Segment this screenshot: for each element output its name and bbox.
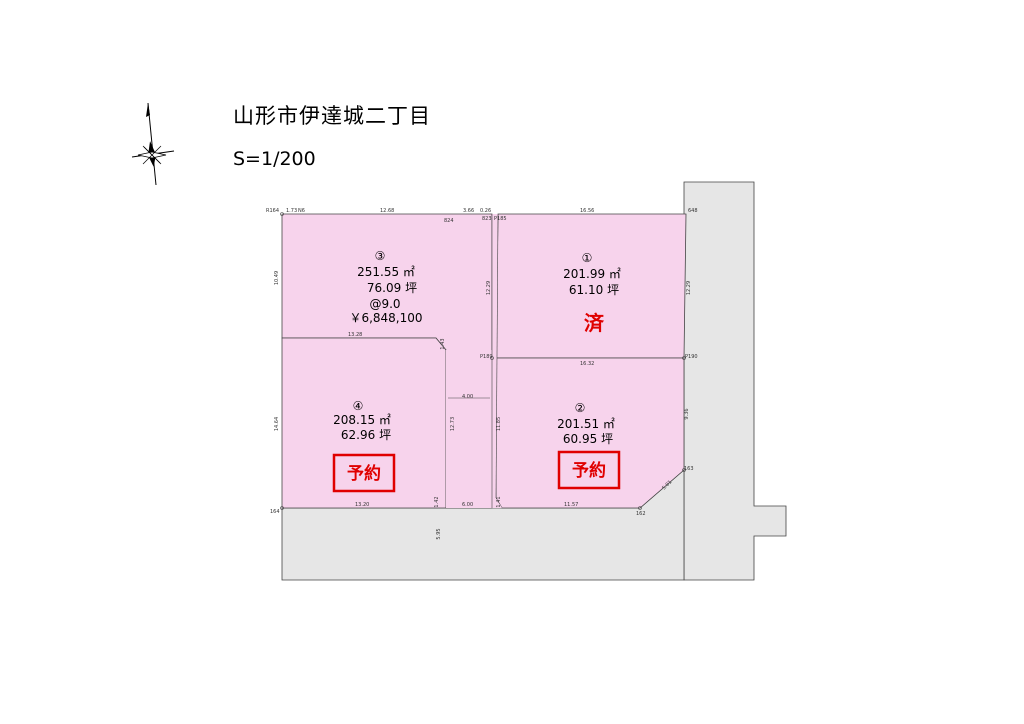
lot-3-labels: ③ 251.55 ㎡ 76.09 坪 @9.0 ￥6,848,100 [349,249,422,325]
svg-text:12.29: 12.29 [486,281,492,295]
lot-3-area-tsubo: 76.09 坪 [367,281,417,295]
lot-4-number: ④ [353,399,364,413]
lot-3-unit-price: @9.0 [369,297,400,311]
lot-4-labels: ④ 208.15 ㎡ 62.96 坪 予約 [332,399,396,493]
lot-3-number: ③ [375,249,386,263]
svg-text:162: 162 [636,511,646,517]
svg-text:4.00: 4.00 [462,394,473,400]
north-arrow-icon [131,102,175,186]
svg-text:13.20: 13.20 [355,502,369,508]
svg-text:P189: P189 [480,354,493,360]
svg-text:P185: P185 [494,216,507,222]
lot-2-labels: ② 201.51 ㎡ 60.95 坪 予約 [557,401,621,490]
lot-4-reserved-box [332,453,396,493]
svg-text:12.68: 12.68 [380,208,394,214]
svg-text:1.73: 1.73 [286,208,297,214]
lots [281,213,687,509]
lot-1-area-m2: 201.99 ㎡ [563,267,621,281]
map-scale: S=1/200 [233,148,316,170]
svg-text:648: 648 [688,208,698,214]
svg-text:10.49: 10.49 [274,271,280,285]
svg-text:823: 823 [482,216,492,222]
map-title: 山形市伊達城二丁目 [233,104,431,128]
lot-2-reserved-box [557,450,621,490]
svg-text:11.57: 11.57 [564,502,578,508]
lot-3-price: ￥6,848,100 [349,311,422,325]
svg-text:1.42: 1.42 [434,496,440,507]
lot-4-reserved-stamp: 予約 [347,463,381,484]
svg-text:5.95: 5.95 [436,528,442,539]
lot-4-area-tsubo: 62.96 坪 [341,428,391,442]
svg-text:6.00: 6.00 [462,502,473,508]
svg-text:163: 163 [684,466,694,472]
dimension-labels-bottom: 164 13.20 1.42 6.00 1.41 11.57 162 5.95 [270,496,646,539]
lot-2-area-m2: 201.51 ㎡ [557,417,615,431]
svg-text:13.28: 13.28 [348,332,362,338]
lot-2-reserved-stamp: 予約 [572,460,606,481]
svg-text:0.26: 0.26 [480,208,491,214]
svg-text:14.64: 14.64 [274,417,280,431]
lot-1-labels: ① 201.99 ㎡ 61.10 坪 済 [563,251,621,335]
svg-text:1.43: 1.43 [440,338,446,349]
dimension-labels-top: R164 1.73 N6 12.68 824 3.66 0.26 823 P18… [266,208,698,224]
svg-text:16.56: 16.56 [580,208,594,214]
svg-text:3.66: 3.66 [463,208,474,214]
svg-text:12.73: 12.73 [450,417,456,431]
svg-text:12.29: 12.29 [686,281,692,295]
svg-text:R164: R164 [266,208,279,214]
lot-1-sold-stamp: 済 [584,311,605,335]
lot-1-area-tsubo: 61.10 坪 [569,283,619,297]
lot-1-number: ① [582,251,593,265]
svg-text:1.41: 1.41 [496,496,502,507]
svg-text:9.36: 9.36 [684,408,690,419]
svg-text:164: 164 [270,509,280,515]
lot-2-area-tsubo: 60.95 坪 [563,432,613,446]
svg-text:11.85: 11.85 [496,417,502,431]
lot-3-area-m2: 251.55 ㎡ [357,265,415,279]
svg-text:P190: P190 [685,354,698,360]
svg-text:16.32: 16.32 [580,361,594,367]
dimension-labels-left: 10.49 14.64 [274,271,280,431]
lot-2-number: ② [575,401,586,415]
svg-text:824: 824 [444,218,454,224]
svg-text:N6: N6 [298,208,305,214]
access-strip [446,214,502,508]
survey-points [280,212,686,510]
lot-4-area-m2: 208.15 ㎡ [333,413,391,427]
